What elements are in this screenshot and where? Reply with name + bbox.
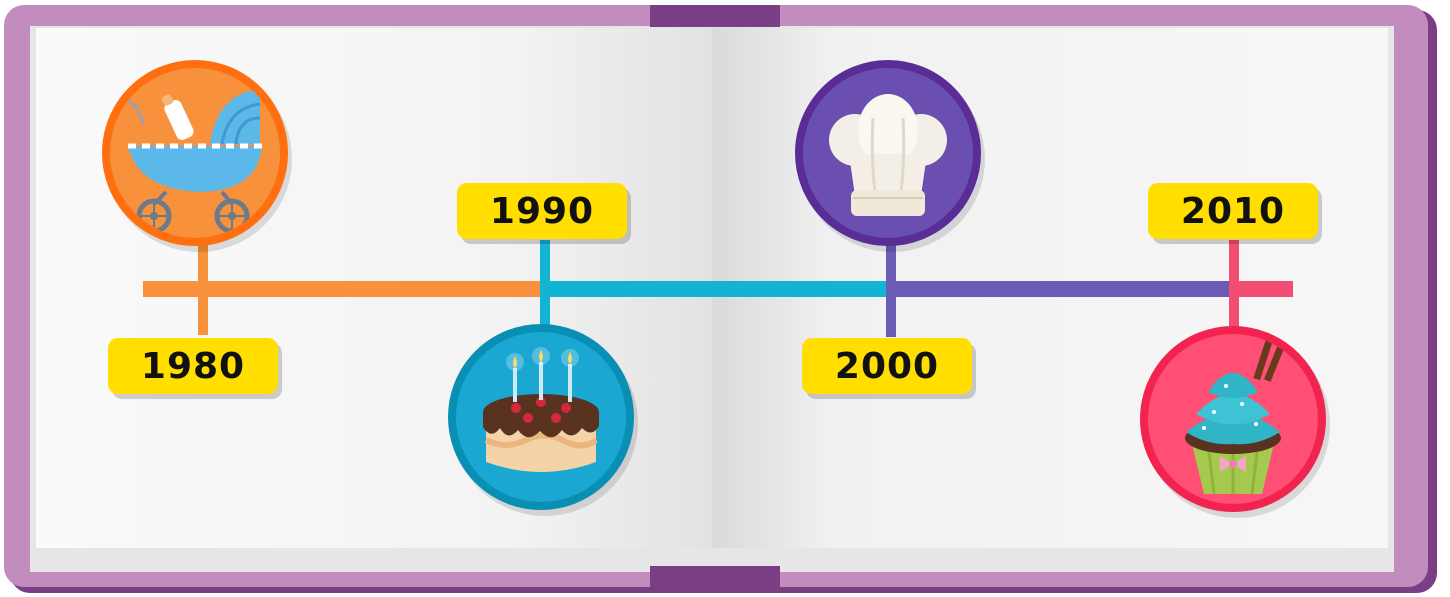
timeline-segment-1980 bbox=[143, 281, 543, 297]
year-label-2010: 2010 bbox=[1148, 183, 1318, 239]
year-label-2000: 2000 bbox=[802, 338, 972, 394]
timeline-segment-1990 bbox=[543, 281, 888, 297]
milestone-badge-2010 bbox=[1140, 326, 1326, 512]
chef-hat-icon bbox=[829, 94, 947, 216]
timeline-segment-2010 bbox=[1233, 281, 1293, 297]
timeline-segment-2000 bbox=[888, 281, 1233, 297]
stem-1980 bbox=[198, 245, 208, 335]
stem-2000 bbox=[886, 245, 896, 337]
stem-2010 bbox=[1229, 240, 1239, 328]
birthday-cake-icon bbox=[483, 347, 599, 472]
milestone-badge-1990 bbox=[448, 324, 634, 510]
year-label-1980: 1980 bbox=[108, 338, 278, 394]
stem-1990 bbox=[540, 240, 550, 328]
year-label-1990: 1990 bbox=[457, 183, 627, 239]
baby-stroller-icon bbox=[110, 83, 262, 234]
milestone-badge-2000 bbox=[795, 60, 981, 246]
cupcake-icon bbox=[1185, 336, 1287, 495]
top-bookmark-ribbon bbox=[650, 5, 780, 27]
milestone-badge-1980 bbox=[102, 60, 288, 246]
bottom-bookmark-ribbon bbox=[650, 566, 780, 587]
